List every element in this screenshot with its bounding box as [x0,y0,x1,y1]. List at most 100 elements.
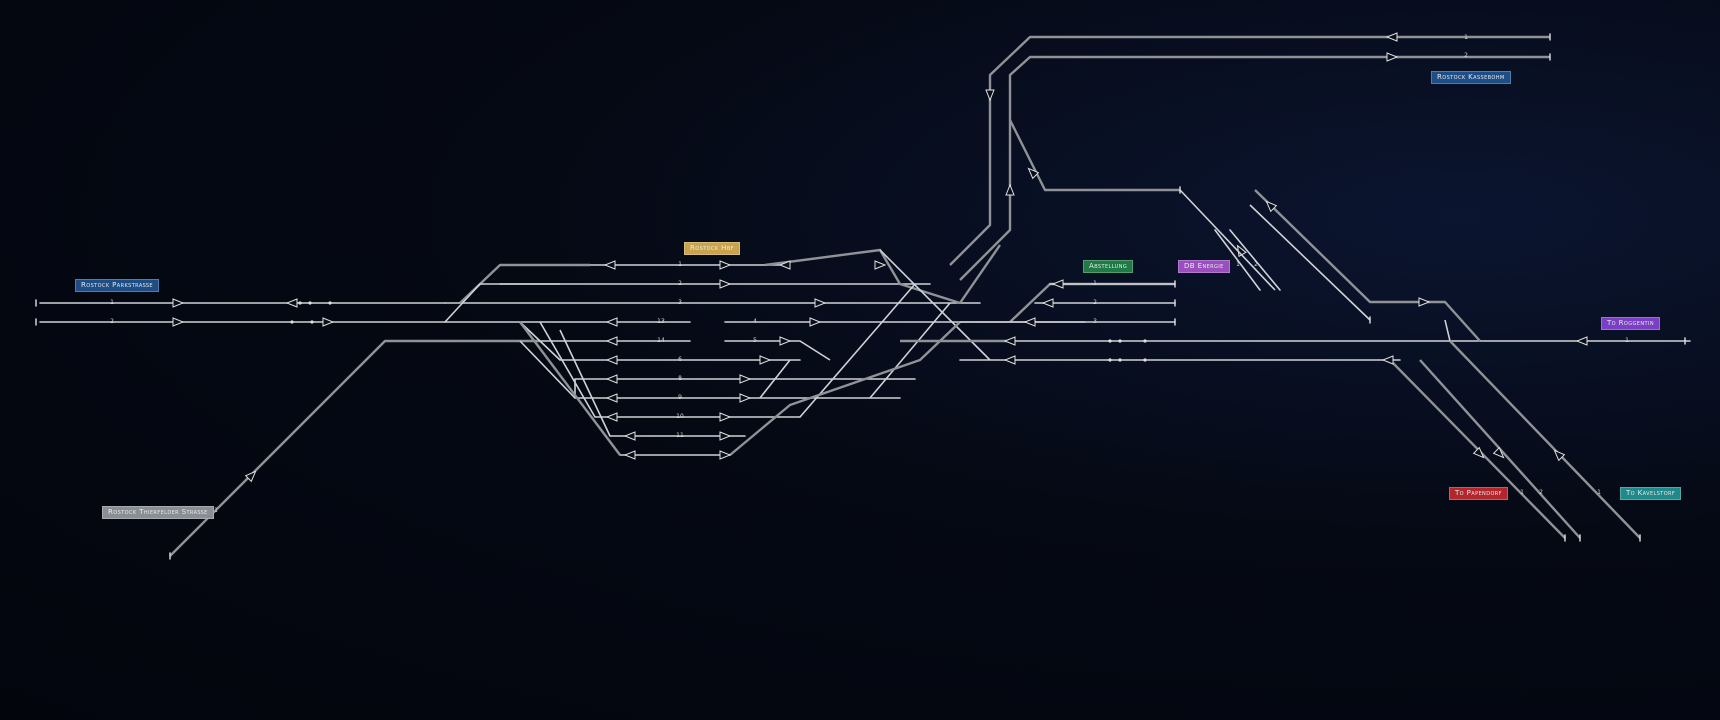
signal-main-east-2[interactable] [1003,355,1016,365]
signal-kassebohm-3[interactable] [1385,32,1398,42]
track-papendorf-link[interactable] [1444,319,1451,342]
track-number-db-energie-2: 2 [1254,261,1258,268]
signal-kavelstorf[interactable] [1552,448,1566,462]
signal-parkstrasse-1-east[interactable] [172,298,185,308]
signal-main-east-3[interactable] [1575,336,1588,346]
track-marker [1108,358,1112,362]
track-number-papendorf-2: 2 [1539,489,1543,496]
signal-hbf-6[interactable] [605,317,618,327]
track-hbf-fan-west-bottom[interactable] [519,321,621,456]
track-hbf-east-b3[interactable] [759,359,791,399]
track-hbf-fan-west-low[interactable] [519,321,561,361]
track-north-spur[interactable] [1008,119,1180,192]
track-number-abstellung-1: 1 [1093,280,1097,287]
signal-papendorf-entry[interactable] [1381,355,1394,365]
track-db-energie-2[interactable] [1229,229,1281,291]
track-kassebohm-1[interactable] [949,35,1550,266]
signal-hbf-11[interactable] [605,374,618,384]
track-number-parkstrasse-1: 1 [110,299,114,306]
signal-hbf-15[interactable] [605,412,618,422]
signal-hbf-8[interactable] [779,336,792,346]
signal-db-energie[interactable] [1234,244,1247,258]
track-number-hbf-6: 6 [678,356,682,363]
track-hbf-fan-west-b3[interactable] [559,329,611,437]
track-number-papendorf-1: 1 [1520,489,1524,496]
signal-abstellung-2[interactable] [1041,298,1054,308]
track-number-hbf-4: 4 [753,318,757,325]
track-marker [1143,358,1147,362]
label-to-kavelstorf[interactable]: To Kavelstorf [1620,487,1682,500]
signal-main-east-1[interactable] [1003,336,1016,346]
track-thierfelder[interactable] [169,339,540,557]
signal-hbf-5[interactable] [814,298,827,308]
track-number-kassebohm-2: 2 [1464,52,1468,59]
track-hbf-fan-west-2[interactable] [444,283,560,323]
signal-hbf-14[interactable] [739,393,752,403]
signal-abstellung-3[interactable] [1023,317,1036,327]
signal-hbf-9[interactable] [605,355,618,365]
label-rostock-kassebohm[interactable]: Rostock Kassebohm [1431,71,1511,84]
signal-hbf-4[interactable] [719,279,732,289]
track-hbf-east-top[interactable] [764,244,1001,305]
signal-papendorf-2[interactable] [1492,446,1507,461]
track-db-energie-fan[interactable] [1179,189,1276,291]
track-hbf-fan-west-b2[interactable] [539,321,596,418]
signal-parkstrasse-2-east-b[interactable] [322,317,335,327]
track-hbf-east-x3[interactable] [869,302,951,399]
signal-hbf-19[interactable] [623,450,636,460]
track-number-hbf-8: 8 [678,375,682,382]
track-db-energie-1[interactable] [1214,229,1261,291]
track-southeast-2[interactable] [1249,204,1371,321]
label-rostock-thierfelder-strasse[interactable]: Rostock Thierfelder Straße [102,506,214,519]
track-number-hbf-2: 2 [678,280,682,287]
track-marker [1143,339,1147,343]
label-db-energie[interactable]: DB Energie [1178,260,1230,273]
signal-hbf-13[interactable] [605,393,618,403]
track-kassebohm-2[interactable] [959,55,1550,281]
track-number-parkstrasse-2: 2 [110,318,114,325]
signal-roggentin-link[interactable] [1418,297,1431,307]
track-number-roggentin-1: 1 [1625,337,1629,344]
signal-kassebohm-2[interactable] [1005,183,1015,196]
track-southeast-1[interactable] [1254,189,1481,342]
signal-thierfelder[interactable] [244,469,259,483]
track-hbf-east-b2[interactable] [799,340,831,361]
track-number-hbf-13: 13 [657,318,665,325]
signal-abstellung-1[interactable] [1051,279,1064,289]
track-marker [308,301,312,305]
label-to-roggentin[interactable]: To Roggentin [1601,317,1660,330]
signal-hbf-3[interactable] [874,260,887,270]
signal-hbf-17[interactable] [623,431,636,441]
signal-kassebohm-4[interactable] [1386,52,1399,62]
track-marker [328,301,332,305]
track-marker [310,320,314,324]
signal-hbf-21[interactable] [809,317,822,327]
label-rostock-hbf[interactable]: Rostock Hbf [684,242,740,255]
signal-southeast[interactable] [1264,199,1278,213]
signal-hbf-12[interactable] [739,374,752,384]
signal-papendorf-1[interactable] [1472,446,1487,461]
signal-kassebohm-1[interactable] [985,89,995,102]
track-number-kassebohm-1: 1 [1464,34,1468,41]
signal-hbf-16[interactable] [719,412,732,422]
signal-parkstrasse-1-west[interactable] [285,298,298,308]
signal-parkstrasse-2-east[interactable] [172,317,185,327]
signal-hbf-2[interactable] [778,260,791,270]
signal-hbf-0[interactable] [603,260,616,270]
track-kavelstorf-1[interactable] [1449,340,1641,539]
label-rostock-parkstrasse[interactable]: Rostock Parkstraße [75,279,159,292]
track-marker [290,320,294,324]
track-number-hbf-3: 3 [678,299,682,306]
label-to-papendorf[interactable]: To Papendorf [1449,487,1508,500]
track-number-kavelstorf-1: 1 [1597,489,1601,496]
track-marker [1118,358,1122,362]
track-hbf-fan-west-low2[interactable] [519,340,576,399]
signal-north-spur[interactable] [1026,166,1040,180]
signal-hbf-10[interactable] [759,355,772,365]
signal-hbf-20[interactable] [719,450,732,460]
signal-hbf-1[interactable] [719,260,732,270]
label-abstellung[interactable]: Abstellung [1083,260,1134,273]
signal-hbf-18[interactable] [719,431,732,441]
signal-hbf-7[interactable] [605,336,618,346]
